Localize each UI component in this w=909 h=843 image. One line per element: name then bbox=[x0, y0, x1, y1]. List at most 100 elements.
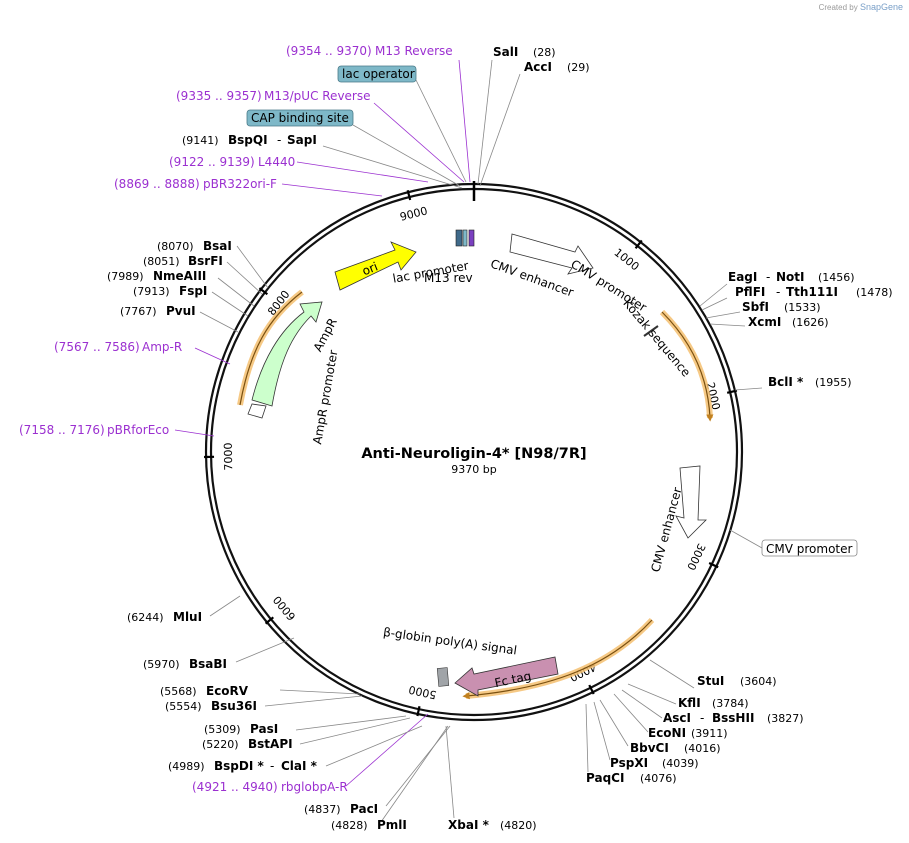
enzyme-name-2[interactable]: Tth111I bbox=[786, 285, 838, 299]
enzyme-name[interactable]: EagI bbox=[728, 270, 757, 284]
enzyme-name[interactable]: BclI * bbox=[768, 375, 804, 389]
enzyme-name-2[interactable]: ClaI * bbox=[281, 759, 318, 773]
enzyme-name[interactable]: PvuI bbox=[166, 304, 196, 318]
enzyme-name-2[interactable]: BssHII bbox=[712, 711, 754, 725]
enzyme-name[interactable]: PmlI bbox=[377, 818, 407, 832]
lac-operator-box-label: lac operator bbox=[342, 67, 415, 81]
primer-name[interactable]: rbglobpA-R bbox=[281, 780, 348, 794]
enzyme-pos: (1626) bbox=[792, 316, 829, 329]
boxed-labels: lac operator CAP binding site CMV promot… bbox=[246, 65, 858, 557]
tick-label: 3000 bbox=[684, 541, 708, 572]
enzyme-pos: (5554) bbox=[165, 700, 202, 713]
enzyme-name[interactable]: PacI bbox=[350, 802, 378, 816]
ampr-feature[interactable] bbox=[251, 301, 323, 407]
ori-feature[interactable] bbox=[334, 241, 417, 291]
plasmid-length: 9370 bp bbox=[451, 463, 496, 476]
enzyme-name[interactable]: XbaI * bbox=[448, 818, 490, 832]
enzyme-name[interactable]: PasI bbox=[250, 722, 278, 736]
primer-name[interactable]: L4440 bbox=[258, 155, 295, 169]
connector-lines bbox=[174, 59, 763, 823]
enzyme-name-2[interactable]: SapI bbox=[287, 133, 317, 147]
enzyme-name[interactable]: BstAPI bbox=[248, 737, 293, 751]
plasmid-name: Anti-Neuroligin-4* [N98/7R] bbox=[361, 446, 586, 462]
enzyme-separator: - bbox=[776, 285, 780, 299]
enzyme-name[interactable]: XcmI bbox=[748, 315, 781, 329]
fc-tag-feature[interactable] bbox=[454, 656, 559, 697]
enzyme-separator: - bbox=[700, 711, 704, 725]
tick-mark bbox=[264, 616, 275, 625]
lac-promoter-feature[interactable] bbox=[455, 229, 463, 247]
enzyme-pos: (28) bbox=[533, 46, 556, 59]
enzyme-name[interactable]: EcoRV bbox=[206, 684, 249, 698]
enzyme-pos: (3784) bbox=[712, 697, 749, 710]
enzyme-name[interactable]: AccI bbox=[524, 60, 552, 74]
tick-mark bbox=[634, 239, 643, 249]
credit-prefix: Created by bbox=[818, 3, 858, 12]
primer-name[interactable]: M13 Reverse bbox=[375, 44, 453, 58]
enzyme-pos: (4016) bbox=[684, 742, 721, 755]
enzyme-pos: (4076) bbox=[640, 772, 677, 785]
enzyme-pos: (8070) bbox=[157, 240, 194, 253]
lac-operator-box[interactable] bbox=[337, 65, 417, 83]
cmv-promoter-box-label: CMV promoter bbox=[766, 542, 853, 556]
m13-rev-feature[interactable] bbox=[468, 229, 475, 247]
tick-mark bbox=[258, 287, 269, 296]
enzyme-name[interactable]: BsrFI bbox=[188, 254, 223, 268]
tick-mark bbox=[406, 189, 412, 201]
enzyme-labels-left: (9141) BspQI - SapI (8070) BsaI (8051) B… bbox=[107, 133, 407, 832]
enzyme-name[interactable]: PflFI bbox=[735, 285, 765, 299]
enzyme-name[interactable]: AscI bbox=[663, 711, 691, 725]
enzyme-name[interactable]: NmeAIII bbox=[153, 269, 206, 283]
enzyme-pos: (9141) bbox=[182, 134, 219, 147]
enzyme-name[interactable]: PspXI bbox=[610, 756, 648, 770]
enzyme-pos: (1456) bbox=[818, 271, 855, 284]
enzyme-name[interactable]: BbvCI bbox=[630, 741, 669, 755]
lac-operator-feature[interactable] bbox=[462, 229, 468, 247]
enzyme-name[interactable]: StuI bbox=[697, 674, 724, 688]
enzyme-pos: (7913) bbox=[133, 285, 170, 298]
enzyme-pos: (4820) bbox=[500, 819, 537, 832]
enzyme-pos: (5568) bbox=[160, 685, 197, 698]
cmv-enhancer-feature[interactable] bbox=[509, 233, 594, 275]
ampr-promoter-feature[interactable] bbox=[247, 403, 267, 419]
enzyme-name-2[interactable]: NotI bbox=[776, 270, 805, 284]
enzyme-name[interactable]: KflI bbox=[678, 696, 701, 710]
enzyme-name[interactable]: BspDI * bbox=[214, 759, 264, 773]
primer-range: (7158 .. 7176) bbox=[19, 423, 105, 437]
enzyme-name[interactable]: SalI bbox=[493, 45, 518, 59]
cap-binding-site-box[interactable] bbox=[246, 109, 354, 127]
enzyme-pos: (5220) bbox=[202, 738, 239, 751]
primer-name[interactable]: M13/pUC Reverse bbox=[264, 89, 371, 103]
m13-rev-label: M13 rev bbox=[424, 271, 473, 285]
enzyme-pos: (1478) bbox=[856, 286, 893, 299]
primer-name[interactable]: pBR322ori-F bbox=[203, 177, 277, 191]
enzyme-name[interactable]: SbfI bbox=[742, 300, 769, 314]
primer-name[interactable]: pBRforEco bbox=[107, 423, 169, 437]
kozak-feature[interactable] bbox=[643, 325, 659, 337]
tick-mark bbox=[708, 561, 719, 569]
snapgene-credit: Created by SnapGene bbox=[819, 2, 903, 12]
primer-name[interactable]: Amp-R bbox=[142, 340, 182, 354]
enzyme-name[interactable]: Bsu36I bbox=[211, 699, 257, 713]
enzyme-name[interactable]: BsaI bbox=[203, 239, 232, 253]
primer-range: (9354 .. 9370) bbox=[286, 44, 372, 58]
ori-label: ori bbox=[360, 259, 380, 278]
enzyme-name[interactable]: FspI bbox=[179, 284, 207, 298]
cmv-promoter-box[interactable] bbox=[761, 539, 858, 557]
tick-label: 1000 bbox=[612, 246, 642, 274]
enzyme-pos: (4989) bbox=[168, 760, 205, 773]
tick-mark bbox=[726, 389, 738, 394]
cmv-enhancer-2-feature[interactable] bbox=[675, 465, 707, 539]
tick-label: 9000 bbox=[399, 204, 429, 223]
enzyme-pos: (3827) bbox=[767, 712, 804, 725]
bglobin-polya-feature[interactable] bbox=[436, 667, 450, 687]
enzyme-name[interactable]: BspQI bbox=[228, 133, 268, 147]
enzyme-name[interactable]: BsaBI bbox=[189, 657, 227, 671]
enzyme-name[interactable]: MluI bbox=[173, 610, 202, 624]
snapgene-logo: SnapGene bbox=[859, 2, 903, 12]
bglobin-polya-label: β-globin poly(A) signal bbox=[382, 625, 518, 658]
enzyme-pos: (4828) bbox=[331, 819, 368, 832]
enzyme-name[interactable]: EcoNI bbox=[648, 726, 686, 740]
enzyme-name[interactable]: PaqCI bbox=[586, 771, 624, 785]
